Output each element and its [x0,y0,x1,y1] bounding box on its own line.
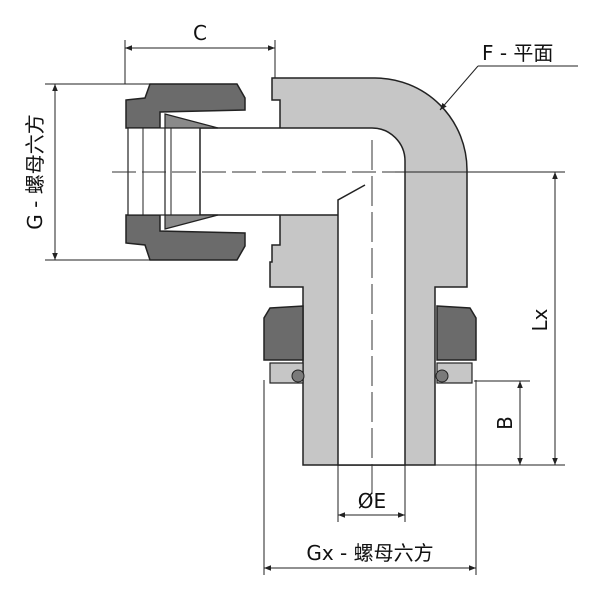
ferrule [164,113,219,129]
nut-top [125,83,246,129]
lower-nut-right [436,305,477,361]
label-gx: Gx - 螺母六方 [306,541,433,565]
label-b: B [493,416,517,430]
label-lx: Lx [528,308,552,331]
leader-f [439,65,479,111]
label-c: C [193,21,207,45]
label-g: G - 螺母六方 [23,114,47,229]
bore [199,127,406,466]
o-ring-right [435,369,449,383]
ferrule [164,214,219,230]
label-e: ØE [358,489,386,513]
lower-nut-left [263,305,304,361]
o-ring-left [291,369,305,383]
label-f: F - 平面 [482,41,553,65]
nut-bottom [125,214,246,261]
